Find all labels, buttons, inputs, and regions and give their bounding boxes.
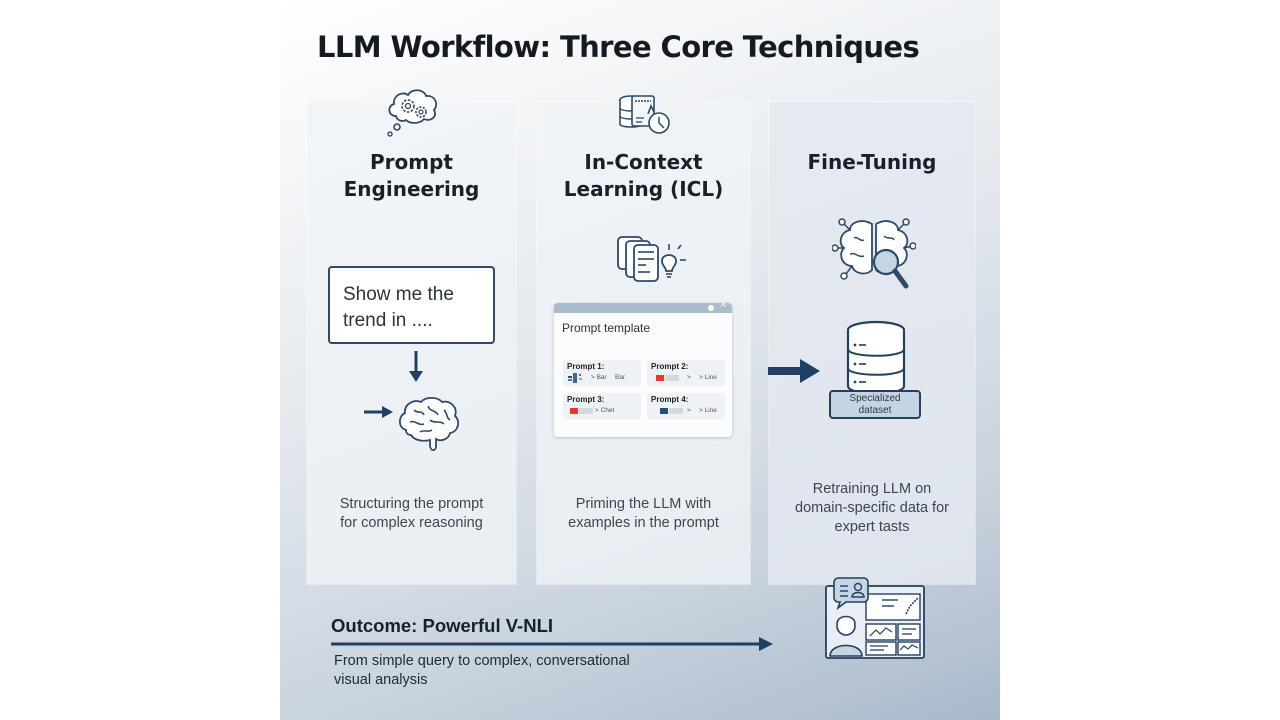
infographic-canvas: LLM Workflow: Three Core Techniques Prom… <box>280 0 1000 720</box>
title-line: Engineering <box>343 177 480 201</box>
description-line: expert tasts <box>834 519 910 535</box>
database-icon <box>846 320 906 394</box>
prompt-label: Prompt 1: <box>567 362 605 371</box>
arrow-right-icon <box>364 406 393 418</box>
prompt-hint: > Line <box>699 374 717 381</box>
prompt-label: Prompt 4: <box>651 395 689 404</box>
description-line: Priming the LLM with <box>575 496 712 512</box>
template-title: Prompt template <box>562 321 651 335</box>
prompt-example-3: Prompt 3: > Chet <box>563 393 641 419</box>
description-line: Structuring the prompt <box>339 496 484 512</box>
label-line: Specialized <box>849 393 901 404</box>
title-line: Prompt <box>370 150 453 174</box>
specialized-dataset-label: Specialized dataset <box>829 390 921 419</box>
outcome-title: Outcome: Powerful V-NLI <box>331 615 554 636</box>
card-description-prompt-engineering: Structuring the prompt for complex reaso… <box>307 495 516 533</box>
outcome-arrow-icon <box>331 637 773 651</box>
card-description-in-context-learning: Priming the LLM with examples in the pro… <box>537 495 750 533</box>
prompt-line: trend in .... <box>343 310 433 331</box>
user-dashboard-chat-icon <box>825 577 925 659</box>
description-line: Retraining LLM on <box>812 481 932 497</box>
card-title-in-context-learning: In-Context Learning (ICL) <box>537 149 750 203</box>
thought-cloud-gears-icon <box>387 89 438 137</box>
navy-swatch <box>660 408 668 414</box>
placeholder-bar <box>669 408 683 414</box>
prompt-hint: > <box>687 407 691 414</box>
card-description-fine-tuning: Retraining LLM on domain-specific data f… <box>769 480 975 537</box>
prompt-hint: > Line <box>699 407 717 414</box>
prompt-label: Prompt 2: <box>651 362 689 371</box>
prompt-example-4: Prompt 4: > > Line <box>647 393 725 419</box>
prompt-hint: Bar <box>615 374 626 381</box>
label-line: dataset <box>858 405 892 416</box>
description-line: From simple query to complex, conversati… <box>334 653 630 669</box>
prompt-hint: > Chet <box>595 407 615 414</box>
brain-magnifier-icon <box>832 218 916 289</box>
placeholder-bar <box>579 408 593 414</box>
prompt-line: Show me the <box>343 284 454 305</box>
title-line: Learning (ICL) <box>563 177 724 201</box>
title-line: In-Context <box>584 150 703 174</box>
documents-lightbulb-icon <box>617 236 686 282</box>
prompt-example-2: Prompt 2: > > Line <box>647 360 725 386</box>
description-line: visual analysis <box>334 672 428 688</box>
description-line: domain-specific data for <box>795 500 949 516</box>
placeholder-bar <box>665 375 679 381</box>
red-swatch <box>570 408 578 414</box>
brain-icon <box>398 396 460 452</box>
prompt-label: Prompt 3: <box>567 395 605 404</box>
example-prompt-box: Show me the trend in .... <box>328 266 495 344</box>
prompt-example-1: Prompt 1: > Bar Bar <box>563 360 641 386</box>
arrow-right-icon <box>768 359 820 383</box>
page-title: LLM Workflow: Three Core Techniques <box>317 30 920 64</box>
title-line: Fine-Tuning <box>807 150 937 174</box>
window-title-bar: × <box>554 303 732 313</box>
prompt-hint: > <box>687 374 691 381</box>
card-title-fine-tuning: Fine-Tuning <box>769 149 975 176</box>
dot-icon[interactable] <box>708 305 714 311</box>
description-line: for complex reasoning <box>340 515 483 531</box>
database-document-refresh-icon <box>619 95 670 134</box>
close-icon[interactable]: × <box>719 303 727 310</box>
prompt-template-window: × Prompt template Prompt 1: > Bar Bar Pr… <box>554 303 732 437</box>
chart-thumbnail-icon <box>568 373 582 383</box>
description-line: examples in the prompt <box>568 515 719 531</box>
red-swatch <box>656 375 664 381</box>
card-title-prompt-engineering: Prompt Engineering <box>307 149 516 203</box>
prompt-hint: > Bar <box>591 374 607 381</box>
outcome-description: From simple query to complex, conversati… <box>334 652 630 690</box>
arrow-down-icon <box>409 351 423 382</box>
